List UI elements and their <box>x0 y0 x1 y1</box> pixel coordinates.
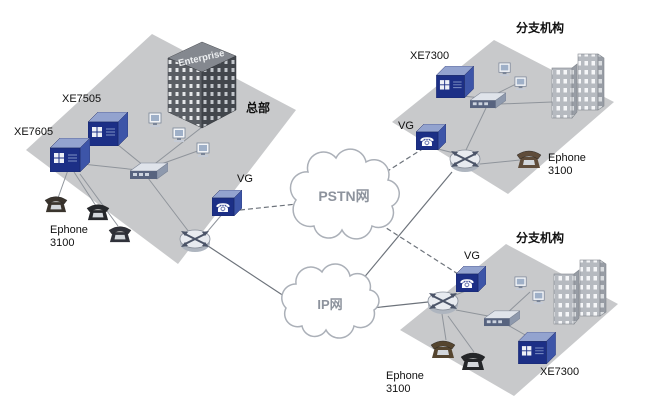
hq-site-label: 总部 <box>246 101 271 115</box>
xe7505-label: XE7505 <box>62 93 102 105</box>
branch-top-vg-label: VG <box>398 120 414 132</box>
branch-top-pc-icon <box>498 62 513 77</box>
pstn-cloud <box>289 148 400 240</box>
branch-bottom-router-icon <box>426 290 460 316</box>
branch-bottom-xe7300-device-icon <box>518 332 556 364</box>
hq-pc-icon <box>196 142 212 158</box>
hq-ephone-icon <box>42 192 70 214</box>
hq-vg-gateway-icon <box>212 190 242 216</box>
branch-top-vg-gateway-icon <box>416 124 446 150</box>
branch-bottom-ephone-icon <box>458 348 488 372</box>
xe7605-device-icon <box>50 138 90 172</box>
pstn-cloud-label: PSTN网 <box>318 188 370 204</box>
hq-pc-icon <box>148 112 164 128</box>
branch-bottom-vg-label: VG <box>464 250 480 262</box>
branch-top-pc-icon <box>514 76 529 91</box>
branch-top-router-icon <box>448 148 482 174</box>
xe7505-device-icon <box>88 112 128 146</box>
branch-top-site-label: 分支机构 <box>516 21 565 35</box>
branch-bottom-xe7300-label: XE7300 <box>540 366 580 378</box>
xe7605-label: XE7605 <box>14 126 54 138</box>
branch-bottom-ephone-icon <box>428 336 458 360</box>
branch-top-switch-icon <box>470 90 506 109</box>
pstn-wan-links <box>239 147 459 275</box>
hq-ephone-icon <box>84 200 112 222</box>
branch-top-xe7300-label: XE7300 <box>410 50 450 62</box>
ip-wan-links <box>207 171 453 309</box>
hq-vg-label: VG <box>237 173 253 185</box>
branch-top-xe7300-device-icon <box>436 66 474 98</box>
branch-bottom-ephone-label: Ephone 3100 <box>386 370 424 395</box>
hq-ephone-label: Ephone 3100 <box>50 224 88 249</box>
branch-top-office-buildings-icon <box>548 50 606 124</box>
enterprise-building-icon: Enterprise <box>160 34 244 130</box>
branch-bottom-pc-icon <box>514 276 529 291</box>
branch-bottom-site-label: 分支机构 <box>516 231 565 245</box>
branch-bottom-switch-icon <box>484 308 520 327</box>
hq-switch-icon <box>130 160 168 180</box>
branch-top-ephone-label: Ephone 3100 <box>548 152 586 177</box>
branch-bottom-vg-gateway-icon <box>456 266 486 292</box>
hq-router-icon <box>178 228 212 254</box>
ip-cloud-label: IP网 <box>317 297 343 312</box>
hq-pc-icon <box>172 127 188 143</box>
branch-top-ephone-icon <box>514 146 544 170</box>
branch-bottom-office-buildings-icon <box>550 256 608 330</box>
hq-ephone-icon <box>106 222 134 244</box>
ip-cloud <box>281 263 380 339</box>
branch-bottom-pc-icon <box>532 290 547 305</box>
